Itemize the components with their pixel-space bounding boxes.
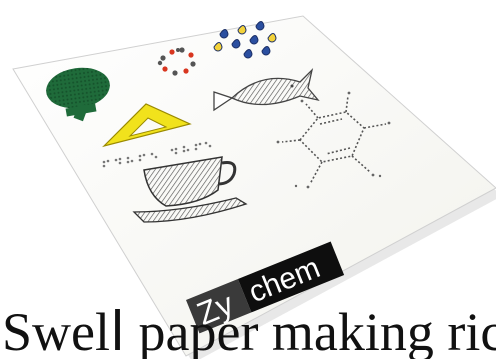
- dotted-ring-icon: [157, 47, 196, 76]
- fish-icon: [213, 67, 320, 112]
- female-symbol-icon: [46, 67, 110, 122]
- caption-text: Swelⅼ paper making rich tactile ima: [2, 302, 496, 359]
- atom-dots: [276, 91, 391, 189]
- set-square-icon: [102, 103, 192, 148]
- raindrops-icon: [213, 21, 277, 59]
- paper-sheet: [12, 15, 496, 357]
- braille-dots: [102, 141, 212, 168]
- teacup-icon: [132, 156, 248, 223]
- benzene-molecule-icon: [281, 95, 387, 185]
